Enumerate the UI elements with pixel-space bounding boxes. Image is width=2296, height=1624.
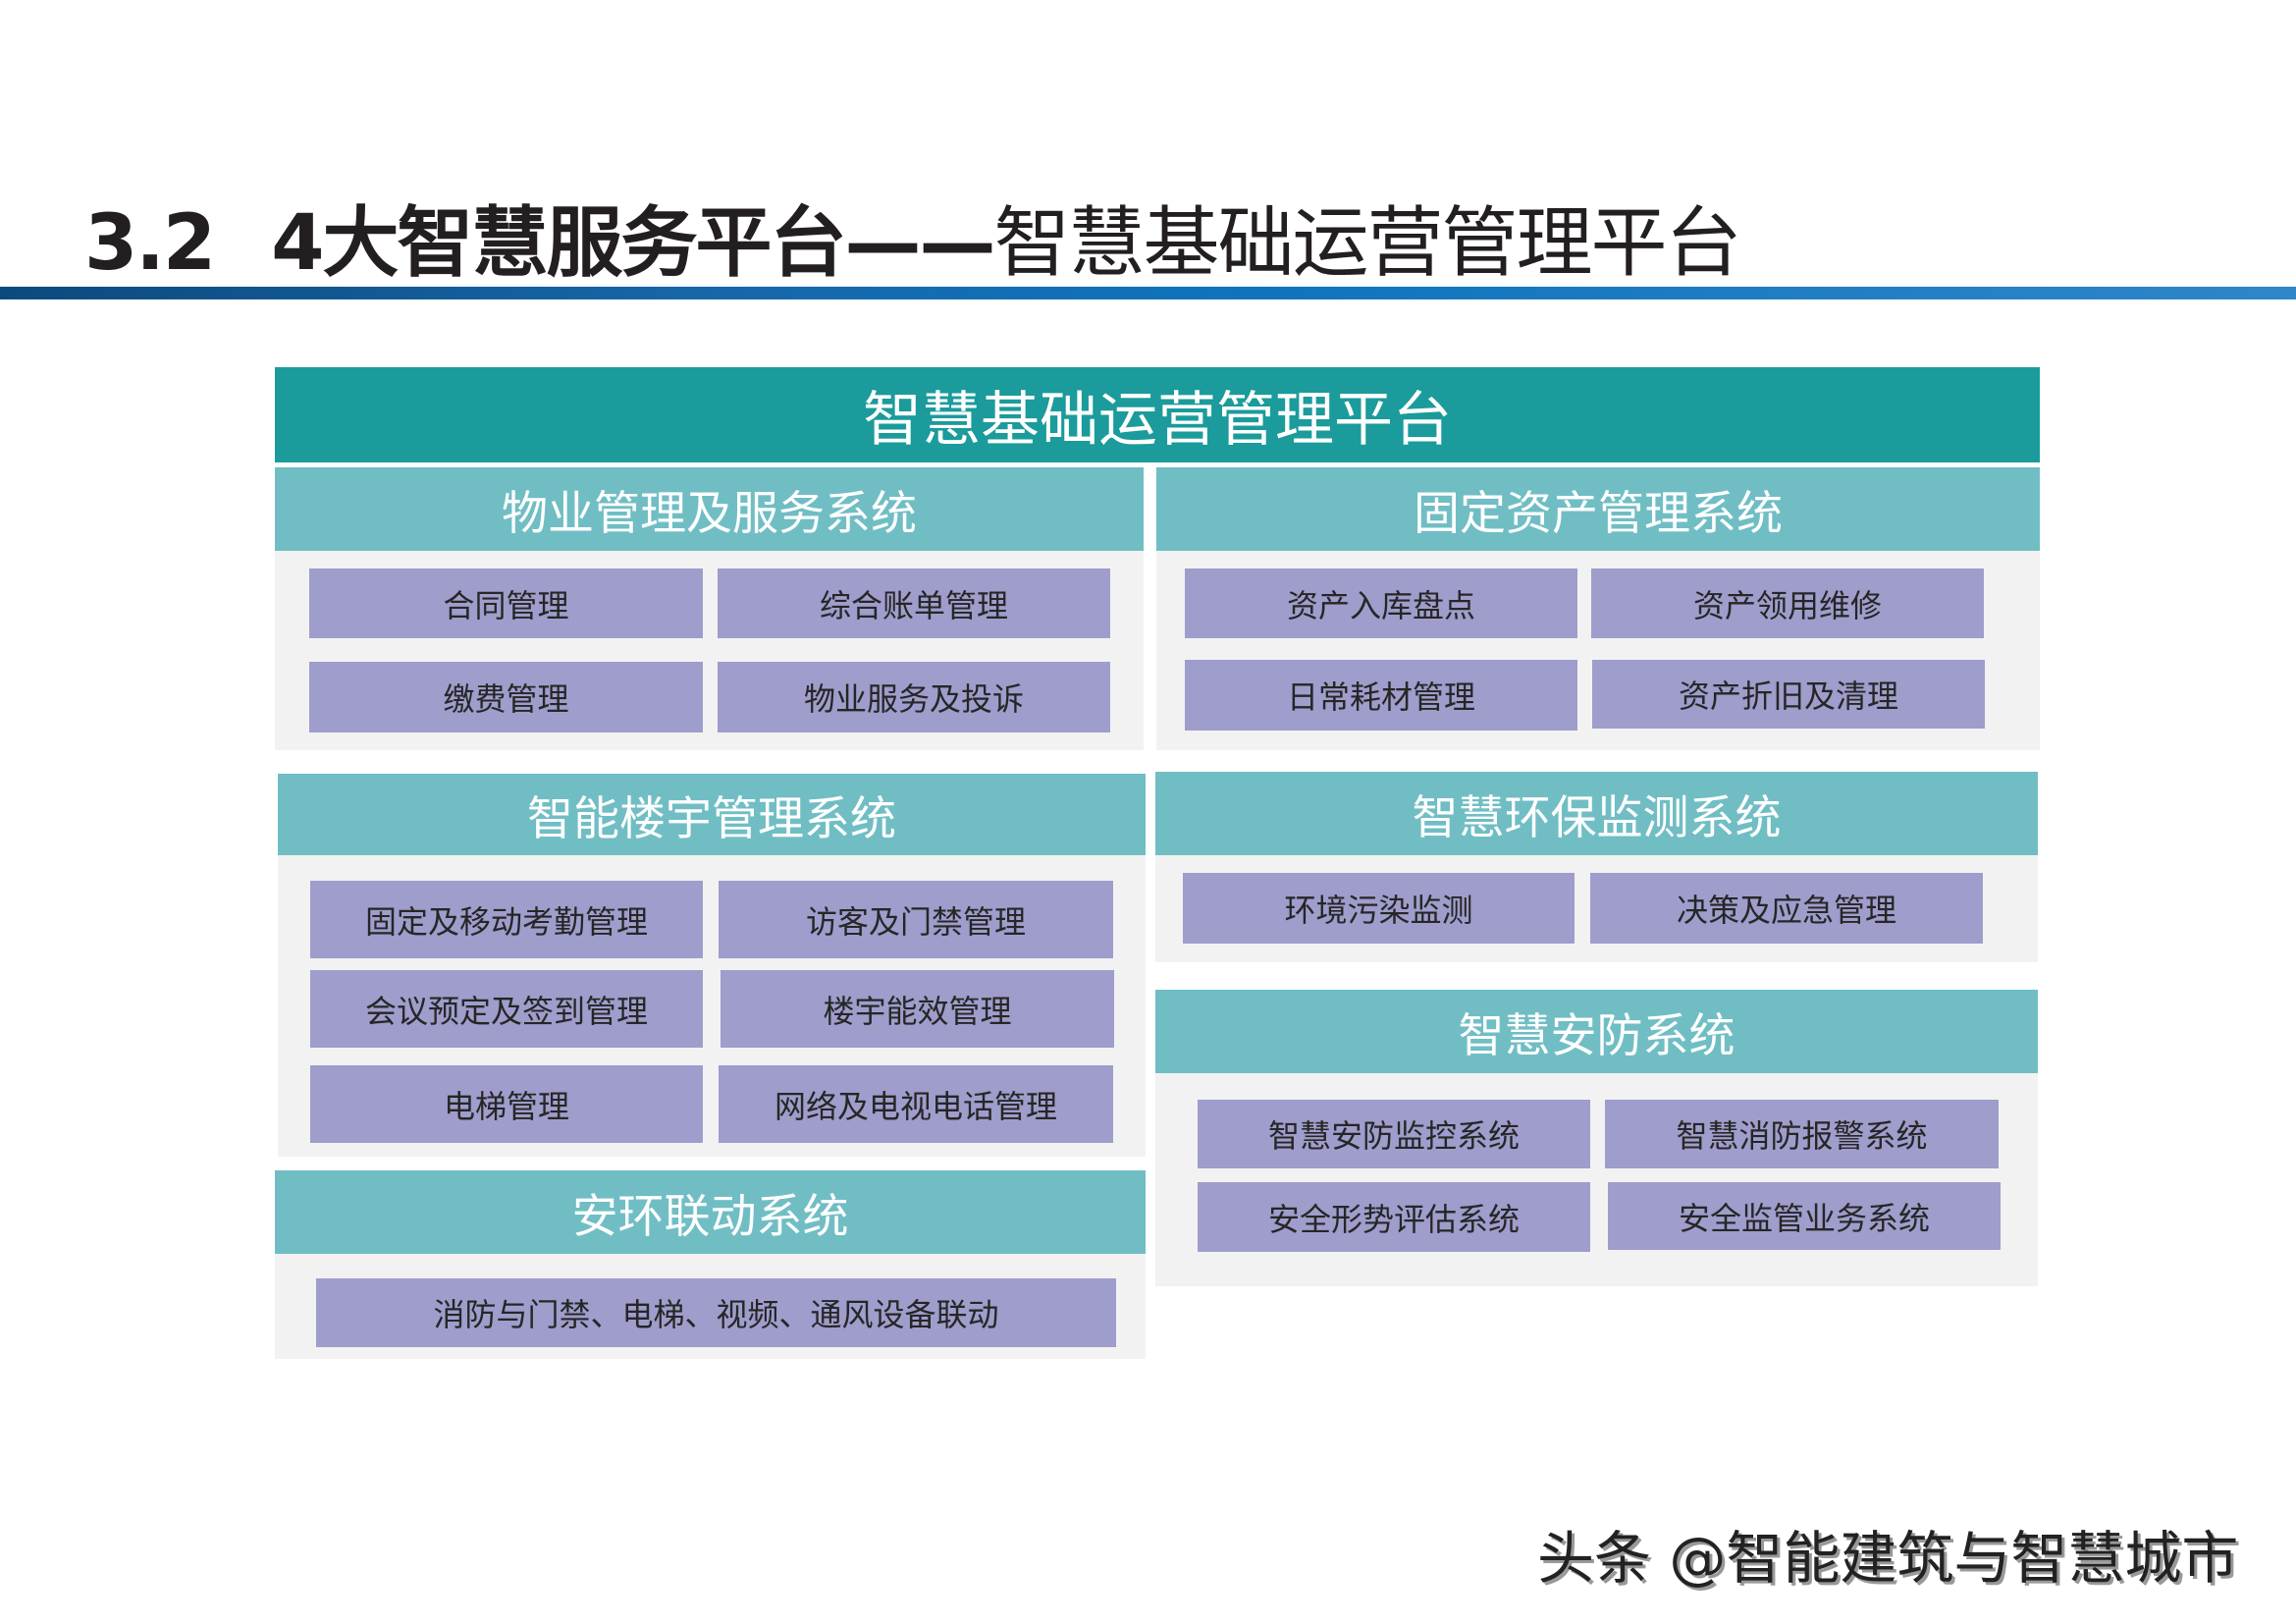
item-box: 合同管理 bbox=[309, 568, 703, 638]
item-box: 日常耗材管理 bbox=[1185, 660, 1577, 731]
title-divider-bar bbox=[0, 287, 2296, 299]
section-header-security: 智慧安防系统 bbox=[1155, 990, 2038, 1073]
title-main: 4大智慧服务平台—— bbox=[271, 199, 995, 288]
item-box: 缴费管理 bbox=[309, 662, 703, 732]
item-box: 资产折旧及清理 bbox=[1592, 660, 1985, 729]
item-box: 楼宇能效管理 bbox=[721, 970, 1114, 1048]
section-header-fixed-assets: 固定资产管理系统 bbox=[1156, 467, 2040, 551]
item-box: 物业服务及投诉 bbox=[718, 662, 1110, 732]
item-box: 电梯管理 bbox=[310, 1065, 703, 1143]
watermark: 头条 @智能建筑与智慧城市 bbox=[1537, 1525, 2239, 1592]
item-box: 智慧安防监控系统 bbox=[1198, 1100, 1590, 1168]
item-box: 访客及门禁管理 bbox=[719, 881, 1113, 958]
section-header-environment: 智慧环保监测系统 bbox=[1155, 772, 2038, 855]
item-box: 资产入库盘点 bbox=[1185, 568, 1577, 638]
section-header-smart-building: 智能楼宇管理系统 bbox=[278, 774, 1146, 855]
item-box: 会议预定及签到管理 bbox=[310, 970, 703, 1048]
item-box: 智慧消防报警系统 bbox=[1605, 1100, 1999, 1168]
title-number: 3.2 bbox=[84, 199, 216, 288]
item-box: 网络及电视电话管理 bbox=[719, 1065, 1113, 1143]
item-box: 安全形势评估系统 bbox=[1198, 1182, 1590, 1252]
item-box: 综合账单管理 bbox=[718, 568, 1110, 638]
platform-header: 智慧基础运营管理平台 bbox=[275, 367, 2040, 462]
item-box: 安全监管业务系统 bbox=[1608, 1182, 2001, 1250]
item-box: 决策及应急管理 bbox=[1590, 873, 1983, 944]
item-box: 资产领用维修 bbox=[1591, 568, 1984, 638]
section-header-property: 物业管理及服务系统 bbox=[275, 467, 1144, 551]
page-title: 3.2 4大智慧服务平台——智慧基础运营管理平台 bbox=[84, 196, 1741, 291]
item-box: 消防与门禁、电梯、视频、通风设备联动 bbox=[316, 1278, 1116, 1347]
item-box: 固定及移动考勤管理 bbox=[310, 881, 703, 958]
section-header-safety-linkage: 安环联动系统 bbox=[275, 1170, 1146, 1254]
item-box: 环境污染监测 bbox=[1183, 873, 1575, 944]
title-sub: 智慧基础运营管理平台 bbox=[993, 199, 1741, 288]
